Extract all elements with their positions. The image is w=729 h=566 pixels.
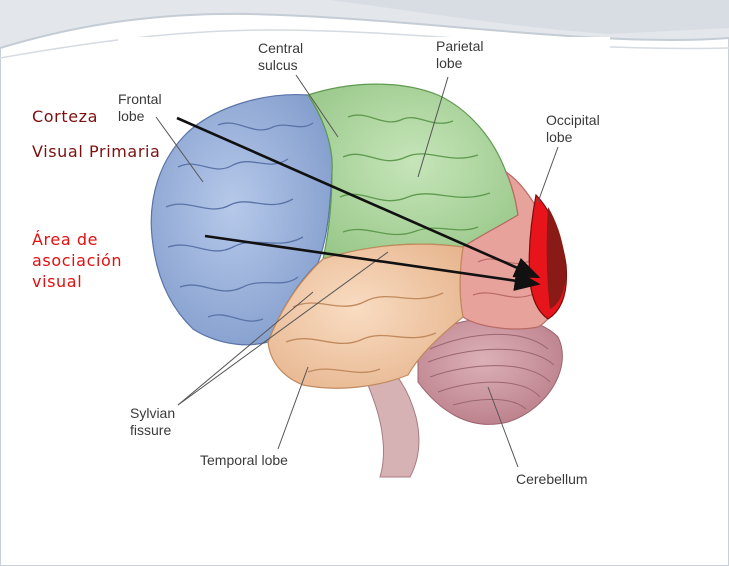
label-cerebellum: Cerebellum — [516, 471, 588, 487]
label-occipital-lobe: Occipital lobe — [546, 112, 600, 145]
brainstem — [359, 356, 420, 478]
label-area-asociacion-visual: Área de asociación visual — [32, 230, 123, 291]
label-visual-primaria: Visual Primaria — [32, 142, 161, 161]
label-central-sulcus: Central sulcus — [258, 40, 304, 73]
label-parietal-lobe: Parietal lobe — [436, 38, 484, 71]
brain-illustration — [150, 74, 568, 478]
header-decoration — [0, 0, 729, 59]
label-temporal-lobe: Temporal lobe — [200, 452, 288, 468]
label-sylvian-fissure: Sylvian fissure — [130, 405, 176, 438]
label-corteza: Corteza — [32, 107, 99, 126]
label-frontal-lobe: Frontal lobe — [118, 91, 162, 124]
brain-figure: Central sulcus Parietal lobe Frontal lob… — [118, 37, 610, 490]
